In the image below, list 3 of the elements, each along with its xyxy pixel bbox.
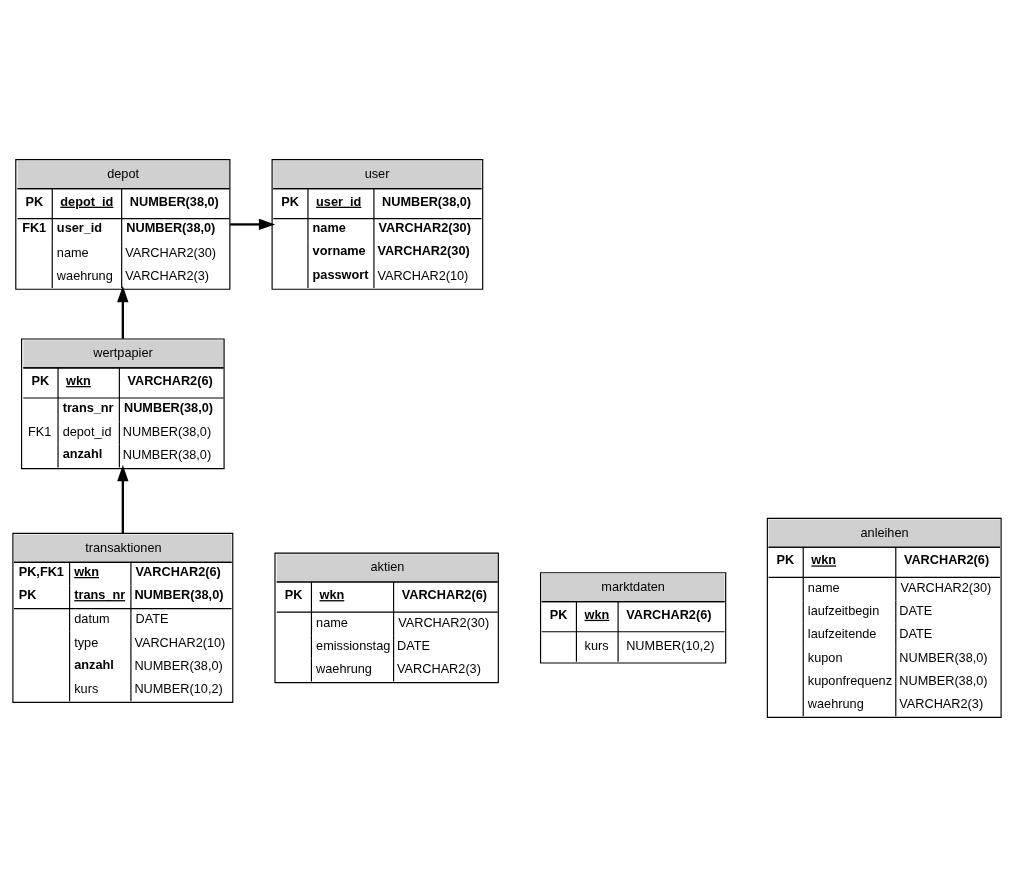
arrow [230,218,276,230]
arrow [117,285,129,339]
arrow [117,464,129,533]
